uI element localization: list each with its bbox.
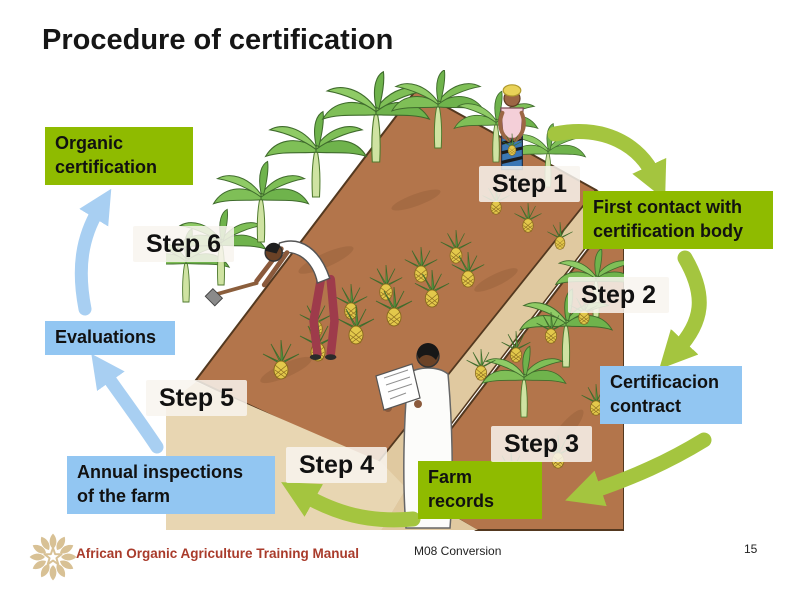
step-5-label: Step 5 xyxy=(146,380,248,416)
farm-records-box: Farm records xyxy=(418,461,542,519)
wreath-star-logo xyxy=(29,533,77,581)
arrow-evaluations-to-certification xyxy=(74,188,112,316)
footer-manual-title: African Organic Agriculture Training Man… xyxy=(76,546,360,561)
organic-certification-box: Organic certification xyxy=(45,127,193,185)
footer-page-number: 15 xyxy=(744,542,758,556)
step-1-label: Step 1 xyxy=(479,166,581,202)
step-3-label: Step 3 xyxy=(491,426,593,462)
slide-title: Procedure of certification xyxy=(42,24,394,56)
evaluations-box: Evaluations xyxy=(45,321,175,355)
step-4-label: Step 4 xyxy=(286,447,388,483)
first-contact-box: First contact with certification body xyxy=(583,191,773,249)
annual-inspections-box: Annual inspections of the farm xyxy=(67,456,275,514)
arrow-first-contact-to-contract xyxy=(659,250,707,370)
farmer-hoeing xyxy=(204,240,339,360)
certification-contract-box: Certificacion contract xyxy=(600,366,742,424)
footer-module-label: M08 Conversion xyxy=(414,544,502,558)
step-2-label: Step 2 xyxy=(568,277,670,313)
step-6-label: Step 6 xyxy=(133,226,235,262)
